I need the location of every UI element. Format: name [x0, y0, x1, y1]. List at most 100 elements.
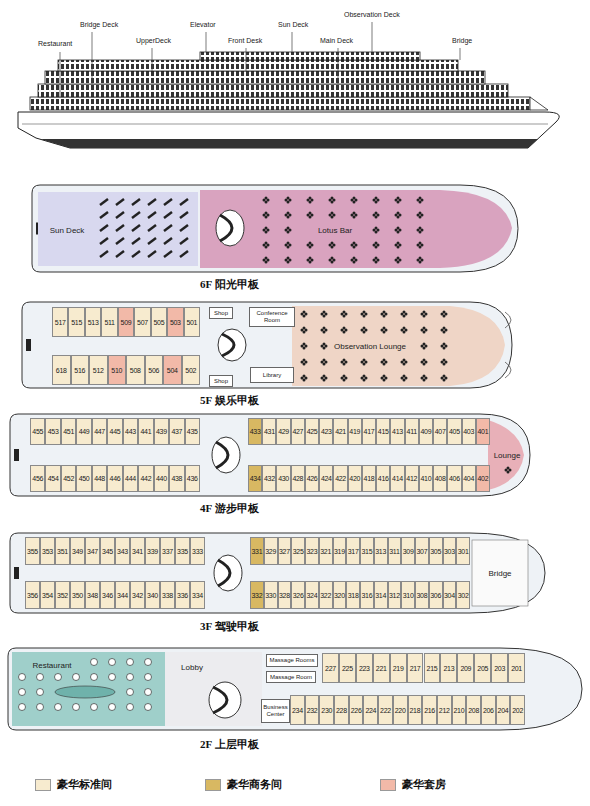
cabin-box: 456 — [30, 465, 45, 492]
leader-line — [206, 32, 207, 52]
cabin-box: 451 — [61, 418, 76, 445]
node-text: 304 — [444, 592, 455, 599]
node-text: 341 — [132, 548, 143, 555]
node-text: 337 — [162, 548, 173, 555]
room-box: Massage Room — [266, 671, 316, 683]
cabin-box: 448 — [92, 465, 107, 492]
node-text: Shop — [214, 310, 228, 317]
cabin-box: 313 — [374, 537, 388, 565]
node-text: 308 — [416, 592, 427, 599]
node-text: 213 — [443, 665, 454, 672]
cabin-box: 413 — [390, 418, 404, 445]
cabin-box: 412 — [405, 465, 419, 492]
legend-entry: 豪华标准间 — [35, 777, 112, 792]
node-text: 450 — [79, 475, 90, 482]
node-text: 404 — [463, 475, 474, 482]
cabin-box: 339 — [145, 537, 160, 565]
cabin-box: 335 — [175, 537, 190, 565]
node-text: 418 — [364, 475, 375, 482]
node-text: Observation Lounge — [334, 342, 406, 351]
cabin-box: 438 — [169, 465, 184, 492]
node-text: 402 — [477, 475, 488, 482]
node-text: 316 — [361, 592, 372, 599]
cabin-box: 512 — [89, 355, 108, 385]
node-text: 318 — [348, 592, 359, 599]
cabin-box: 426 — [305, 465, 319, 492]
node-text: 303 — [444, 548, 455, 555]
node-text: 317 — [348, 548, 359, 555]
node-text: Conference Room — [250, 310, 294, 323]
area-fills — [12, 190, 528, 726]
cabin-box: 228 — [334, 695, 349, 725]
cabin-box: 452 — [61, 465, 76, 492]
cabin-box: 206 — [481, 695, 496, 725]
node-text: 307 — [416, 548, 427, 555]
deck-caption: 3F 驾驶甲板 — [200, 619, 259, 634]
node-text: 201 — [511, 665, 522, 672]
cabin-box: 325 — [291, 537, 305, 565]
node-text: 209 — [460, 665, 471, 672]
cabin-box: 423 — [319, 418, 333, 445]
node-text: 217 — [410, 665, 421, 672]
node-text: 424 — [321, 475, 332, 482]
node-text: 428 — [292, 475, 303, 482]
cabin-box: 350 — [70, 581, 85, 609]
cabin-box: 425 — [305, 418, 319, 445]
node-text: 315 — [361, 548, 372, 555]
cabin-box: 428 — [291, 465, 305, 492]
node-text: 230 — [321, 707, 332, 714]
deck-caption: 4F 游步甲板 — [200, 501, 259, 516]
cabin-box: 406 — [447, 465, 461, 492]
node-text: 218 — [409, 707, 420, 714]
node-text: 408 — [435, 475, 446, 482]
cabin-box: 212 — [437, 695, 452, 725]
node-text: 429 — [278, 428, 289, 435]
cabin-box: 232 — [305, 695, 320, 725]
node-text: 327 — [279, 548, 290, 555]
cabin-box: 216 — [422, 695, 437, 725]
part-label: Sun Deck — [278, 21, 308, 28]
node-text: 226 — [351, 707, 362, 714]
area-name: Observation Lounge — [330, 338, 410, 354]
cabin-box: 331 — [250, 537, 264, 565]
cabin-box: 454 — [45, 465, 60, 492]
part-label: Front Desk — [228, 37, 262, 44]
part-label: Bridge Deck — [80, 21, 118, 28]
node-text: 323 — [306, 548, 317, 555]
leader-line — [246, 48, 247, 71]
node-text: 356 — [27, 592, 38, 599]
cabin-box: 409 — [419, 418, 433, 445]
cabin-box: 205 — [474, 653, 491, 683]
node-text: 223 — [359, 665, 370, 672]
cabin-box: 455 — [30, 418, 45, 445]
cabin-box: 354 — [40, 581, 55, 609]
node-text: 334 — [192, 592, 203, 599]
node-text: 455 — [32, 428, 43, 435]
cabin-box: 403 — [462, 418, 476, 445]
node-text: 342 — [132, 592, 143, 599]
room-box: Massage Rooms — [266, 654, 318, 667]
area-name: Restaurant — [24, 658, 80, 672]
cabin-box: 202 — [510, 695, 525, 725]
node-text: 448 — [94, 475, 105, 482]
node-text: 350 — [72, 592, 83, 599]
cabin-box: 353 — [40, 537, 55, 565]
node-text: Library — [263, 372, 281, 379]
cabin-box: 312 — [388, 581, 402, 609]
cabin-box: 309 — [401, 537, 415, 565]
cabin-box: 427 — [291, 418, 305, 445]
node-text: 438 — [171, 475, 182, 482]
node-text: 320 — [334, 592, 345, 599]
node-text: 425 — [307, 428, 318, 435]
node-text: 452 — [63, 475, 74, 482]
node-text: 314 — [375, 592, 386, 599]
cabin-box: 217 — [407, 653, 424, 683]
node-text: 322 — [320, 592, 331, 599]
node-text: 205 — [477, 665, 488, 672]
node-text: 208 — [468, 707, 479, 714]
cabin-box: 343 — [115, 537, 130, 565]
cabin-box: 501 — [184, 307, 200, 337]
cabin-box: 319 — [333, 537, 347, 565]
cabin-box: 416 — [376, 465, 390, 492]
